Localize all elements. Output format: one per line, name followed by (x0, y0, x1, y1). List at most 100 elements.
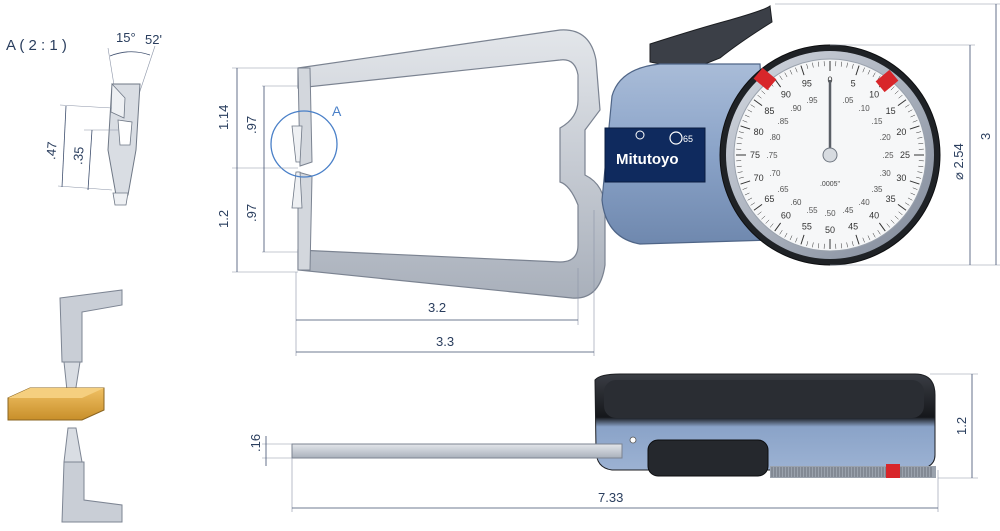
dial-outer-label: 5 (851, 79, 856, 89)
dial-outer-scale: 05101520253035404550556065707580859095 (750, 75, 910, 235)
dial-tick (877, 75, 881, 80)
dial-tick (747, 197, 753, 201)
dial-tick (846, 242, 848, 248)
dial-tick (897, 99, 907, 107)
dial-tick (738, 131, 744, 134)
dial-tick (862, 237, 865, 243)
dial-outer-label: 70 (754, 173, 764, 183)
dial-tick (784, 232, 788, 238)
dial-inner-label: .95 (807, 96, 819, 105)
dial-tick (812, 242, 814, 248)
dial-tick (769, 223, 774, 228)
dim-reach-outer: 3.3 (436, 334, 454, 349)
detail-dim-inner: .35 (70, 146, 87, 165)
dial-tick (737, 171, 743, 173)
dial-tick (800, 234, 805, 245)
dial-tick (894, 90, 899, 95)
dial-inner-label: .80 (769, 133, 781, 142)
dial-tick (909, 125, 920, 130)
dial-tick (916, 176, 922, 179)
dial-tick (898, 94, 903, 99)
dial-tick (910, 114, 916, 118)
dial-outer-label: 85 (764, 106, 774, 116)
dial-tick (894, 215, 899, 220)
dial-tick (757, 211, 762, 216)
dial-tick (851, 241, 854, 247)
dial-tick (840, 243, 843, 249)
dial-tick (907, 197, 913, 201)
lower-contact-point (291, 171, 303, 209)
dial-tick (846, 62, 848, 68)
dial-inner-label: .90 (790, 104, 802, 113)
dim-lower-outer: 1.2 (216, 210, 231, 228)
caliper-frame (297, 29, 606, 299)
dial-tick (784, 72, 788, 78)
side-limit-marker (886, 464, 900, 478)
dial-tick (817, 61, 820, 67)
dial-outer-label: 15 (886, 106, 896, 116)
dial-tick (878, 222, 886, 232)
dial-resolution: .0005" (820, 181, 841, 188)
dial-inner-label: .85 (778, 117, 790, 126)
dial-outer-label: 80 (754, 127, 764, 137)
limit-marker-right (875, 69, 899, 93)
dial-tick (851, 63, 854, 69)
dim-reach-inner: 3.2 (428, 300, 446, 315)
dial-inner-label: .10 (859, 104, 871, 113)
detail-angle-2: 52' (145, 32, 162, 47)
dial-tick (917, 137, 923, 139)
dial-inner-label: .50 (824, 209, 836, 218)
dial-inner-label: .45 (842, 206, 854, 215)
dial-outer-label: 75 (750, 150, 760, 160)
dial-outer-label: 20 (896, 127, 906, 137)
dial-tick (806, 241, 809, 247)
dial-tick (867, 69, 871, 75)
dial-tick (840, 61, 843, 67)
limit-marker-left (753, 67, 777, 91)
dial-tick (779, 75, 783, 80)
dial-tick (886, 223, 891, 228)
dial-inner-label: .70 (769, 169, 781, 178)
knurl-pattern (771, 467, 932, 477)
dial-tick (795, 67, 798, 73)
dial-tick (806, 63, 809, 69)
dial-tick (753, 99, 763, 107)
detail-angle-1: 15° (116, 30, 136, 45)
dim-total-height: 3 (978, 133, 993, 140)
dial-tick (912, 120, 918, 123)
dial-tick (750, 202, 755, 206)
dial-tick (744, 114, 750, 118)
dial-outer-label: 40 (869, 211, 879, 221)
dial-tick (795, 237, 798, 243)
dial-tick (761, 90, 766, 95)
dial-tick (910, 192, 916, 196)
brand-panel (604, 127, 706, 183)
dial-tick (789, 235, 793, 241)
dial-tick (757, 94, 762, 99)
detail-view-a: A ( 2 : 1 ) 15° 52' .47 .35 (6, 30, 162, 206)
dim-jaw-thickness: .16 (248, 434, 263, 452)
dim-upper-outer: 1.14 (216, 105, 231, 130)
dial-tick (800, 65, 805, 76)
dim-upper-inner: .97 (244, 116, 259, 134)
dial-inner-label: .55 (807, 206, 819, 215)
dial-inner-label: .05 (842, 96, 854, 105)
dial-tick (855, 234, 860, 245)
dial-tick (898, 211, 903, 216)
dial-tick (890, 219, 895, 224)
dial-inner-label: .20 (880, 133, 892, 142)
dial-tick (916, 131, 922, 134)
dial-tick (753, 203, 763, 211)
dial-outer-label: 30 (896, 173, 906, 183)
dial-outer-label: 10 (869, 89, 879, 99)
dial-tick (877, 230, 881, 235)
dim-body-height: 1.2 (954, 417, 969, 435)
dial-tick (872, 72, 876, 78)
ip-rating-label: 65 (683, 134, 693, 144)
detail-dim-outer: .47 (43, 141, 60, 160)
dial-outer-label: 65 (764, 194, 774, 204)
dial-inner-label: .30 (880, 169, 892, 178)
release-lever (649, 5, 773, 71)
dial-outer-label: 60 (781, 211, 791, 221)
dial-tick (872, 232, 876, 238)
